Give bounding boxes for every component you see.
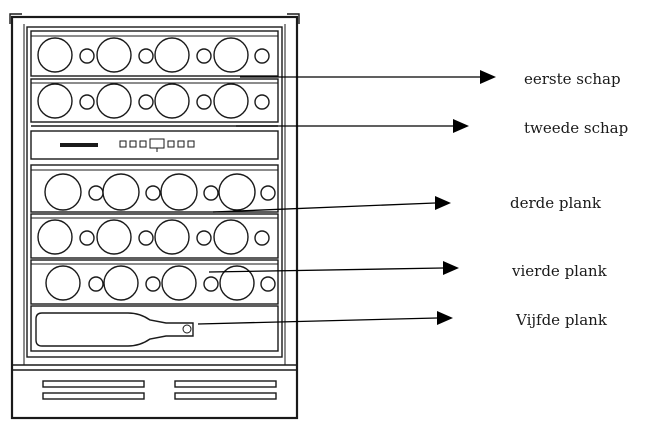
bottom-shelf [30,305,279,352]
shelf-3 [30,164,279,213]
shelf-1 [30,30,279,77]
bottle-row [37,37,270,73]
bottle-row [37,83,270,119]
label-derde-plank: derde plank [510,194,602,212]
shelf-5 [30,259,279,305]
shelf-4 [30,213,279,259]
label-eerste-schap: eerste schap [524,70,621,88]
wine-cooler-cabinet [9,13,300,420]
bottle-row [44,173,276,211]
bottle-row [37,219,270,255]
arrow-vierde [208,261,459,275]
shelf-2 [30,78,279,123]
arrow-derde [212,196,451,213]
arrow-tweede [236,119,469,133]
label-tweede-schap: tweede schap [524,119,628,137]
label-vijfde-plank: Vijfde plank [515,311,608,329]
bottle-row [45,265,276,301]
lying-bottle [35,312,194,347]
control-panel [30,125,279,160]
arrow-eerste [240,70,496,84]
control-buttons [119,138,195,152]
brand-logo-mark [60,143,98,147]
base-vents [42,380,277,400]
arrow-vijfde [197,311,453,325]
label-vierde-plank: vierde plank [511,262,608,280]
